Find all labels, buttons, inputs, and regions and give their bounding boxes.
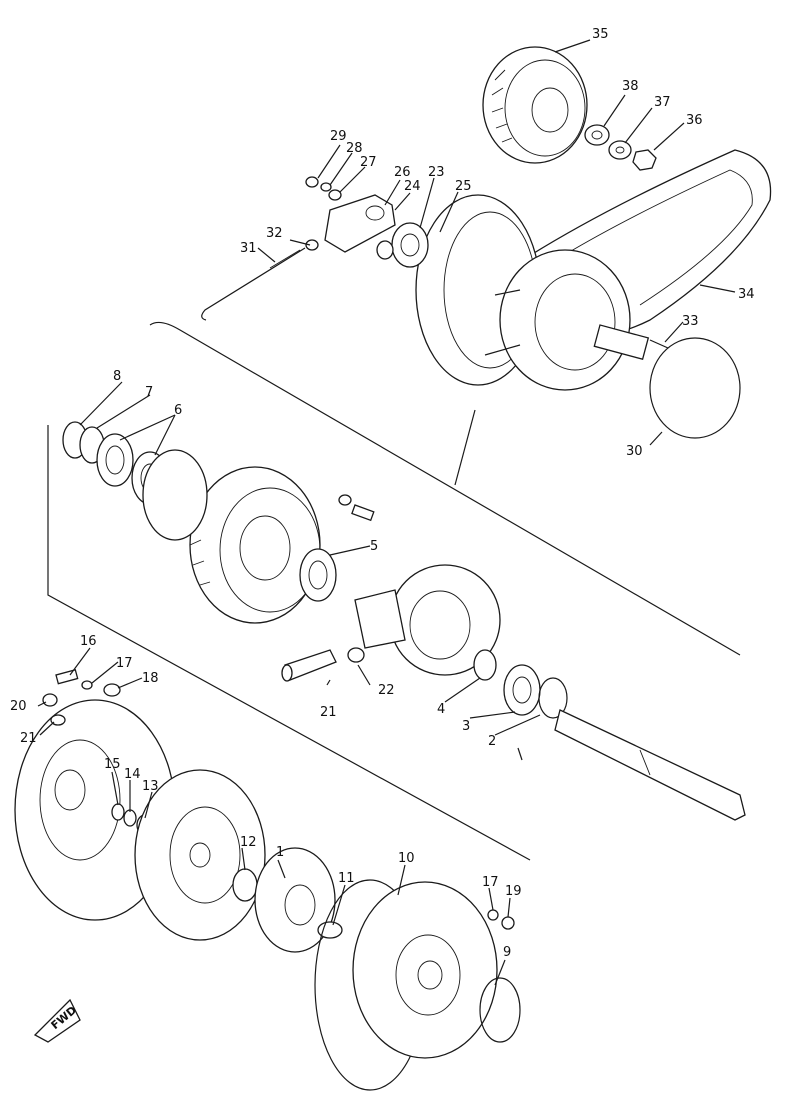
pin-34 <box>649 339 669 349</box>
callout-30: 29 <box>330 129 347 144</box>
washer-17 <box>81 680 93 690</box>
collar-4 <box>473 649 497 681</box>
plug-18 <box>103 683 121 697</box>
callout-20: 20 <box>10 699 27 714</box>
main-shaft <box>554 709 746 821</box>
rod-32 <box>201 247 306 321</box>
nut-37 <box>632 149 657 171</box>
nut-33 <box>305 239 319 251</box>
callout-13: 13 <box>142 779 159 794</box>
leader-top-link <box>454 409 476 486</box>
callout-34: 33 <box>682 314 699 329</box>
callout-29: 28 <box>346 141 363 156</box>
callout-28: 27 <box>360 155 377 170</box>
callout-8: 8 <box>113 369 121 384</box>
washer-38 <box>608 140 632 160</box>
washer-23 <box>347 647 365 663</box>
callout-24: 23 <box>428 165 445 180</box>
callout-27: 26 <box>394 165 411 180</box>
callout-17: 17 <box>116 656 133 671</box>
nut-30 <box>305 176 319 188</box>
spider-1 <box>254 847 336 953</box>
callout-26: 25 <box>455 179 472 194</box>
callout-37: 36 <box>686 113 703 128</box>
callout-16: 16 <box>80 634 97 649</box>
bracket-27 <box>324 194 396 253</box>
bolt-small <box>338 494 375 522</box>
callout-38: 37 <box>654 95 671 110</box>
callout-22: 21 <box>320 705 337 720</box>
fixed-sheave <box>134 769 266 941</box>
callout-31: 30 <box>626 444 643 459</box>
forward-arrow: FWD <box>33 998 81 1043</box>
callout-23: 22 <box>378 683 395 698</box>
group-divider-middle <box>47 425 531 861</box>
callout-5: 5 <box>370 539 378 554</box>
callout-14: 14 <box>124 767 141 782</box>
callout-21: 21 <box>20 731 37 746</box>
callout-4: 4 <box>437 702 445 717</box>
bushing-15 <box>111 803 125 821</box>
callout-36: 35 <box>592 27 609 42</box>
washer-17b <box>487 909 499 921</box>
callout-18: 18 <box>142 671 159 686</box>
callout-25: 24 <box>404 179 421 194</box>
bearing-3 <box>503 664 541 716</box>
flange <box>142 449 208 541</box>
callout-6: 6 <box>174 403 182 418</box>
movable-sheave-10 <box>314 879 498 1091</box>
bearing-24 <box>391 222 429 268</box>
washer-29 <box>320 182 332 192</box>
callout-11: 11 <box>338 871 355 886</box>
circlip-2 <box>538 677 568 719</box>
pulley-36 <box>482 46 588 164</box>
callout-2: 2 <box>488 734 496 749</box>
callout-19: 19 <box>505 884 522 899</box>
callout-35: 34 <box>738 287 755 302</box>
collar-25 <box>376 240 394 260</box>
callout-3: 3 <box>462 719 470 734</box>
bolt-28 <box>328 189 342 201</box>
bearing-5 <box>299 548 337 602</box>
secondary-sheave-hub <box>354 564 501 676</box>
washer-21 <box>50 714 66 726</box>
callout-10: 10 <box>398 851 415 866</box>
callout-39: 38 <box>622 79 639 94</box>
washer-14 <box>123 809 137 827</box>
callout-17b: 17 <box>482 875 499 890</box>
leader-lines <box>37 39 736 986</box>
callout-12: 12 <box>240 835 257 850</box>
group-divider-top <box>149 321 741 656</box>
shaft-22 <box>281 649 337 682</box>
callout-32: 31 <box>240 241 257 256</box>
callout-9: 9 <box>503 945 511 960</box>
bolt-20 <box>42 693 58 707</box>
callout-15: 15 <box>104 757 121 772</box>
washer-12 <box>232 868 258 902</box>
cap-9 <box>479 977 521 1043</box>
primary-sheave-26 <box>415 194 650 391</box>
callout-7: 7 <box>145 385 153 400</box>
o-ring-31 <box>649 337 741 439</box>
secondary-sprocket <box>189 466 321 624</box>
nut-19 <box>501 916 515 930</box>
washer-39 <box>584 124 610 146</box>
bolt-16 <box>55 669 79 685</box>
callout-labels: 35 38 37 36 34 33 30 29 28 27 26 24 23 2… <box>10 27 755 960</box>
callout-33: 32 <box>266 226 283 241</box>
callout-1: 1 <box>276 845 284 860</box>
